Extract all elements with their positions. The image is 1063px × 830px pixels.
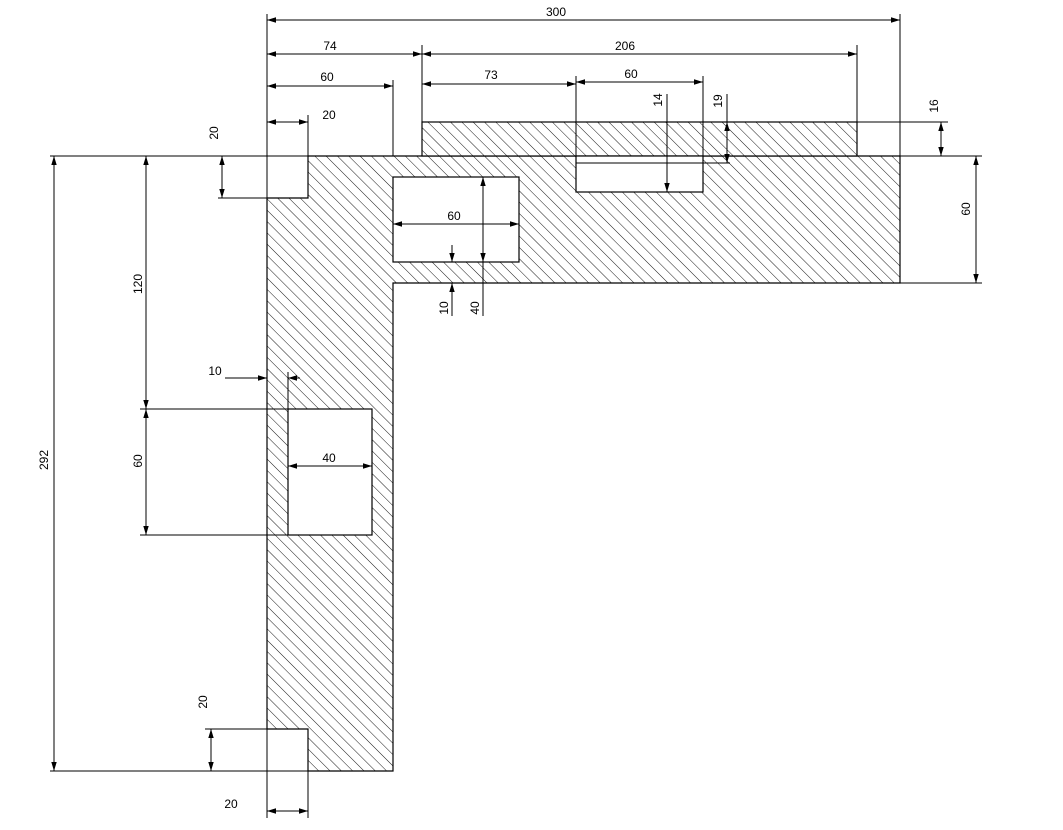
dim-60-slot: 60 [624,67,638,81]
dim-60-right-arm: 60 [959,202,973,216]
dim-74: 74 [323,39,337,53]
dim-60-inner: 60 [447,209,461,223]
dim-120: 120 [131,274,145,294]
top-strip [421,121,858,157]
top-slot [575,155,704,193]
dim-20-notch-width-top: 20 [322,108,336,122]
dim-73: 73 [484,68,498,82]
dim-16: 16 [927,99,941,113]
dim-20-bottom-width: 20 [224,797,238,811]
side-rectangle-cutout [287,408,373,536]
dim-10-wall: 10 [208,364,222,378]
dim-40-inner: 40 [468,301,482,315]
dim-20-notch-height-top: 20 [207,126,221,140]
dim-60-left-arm: 60 [320,70,334,84]
dim-206: 206 [615,39,635,53]
dim-300: 300 [546,5,566,19]
dim-19: 19 [711,94,725,108]
dim-60-side-height: 60 [131,454,145,468]
dim-20-notch-height-bottom: 20 [196,695,210,709]
dim-292: 292 [37,450,51,470]
inner-rectangle-cutout [392,176,520,263]
dim-40-side: 40 [322,451,336,465]
dim-14: 14 [651,93,665,107]
dim-10-inner: 10 [437,301,451,315]
